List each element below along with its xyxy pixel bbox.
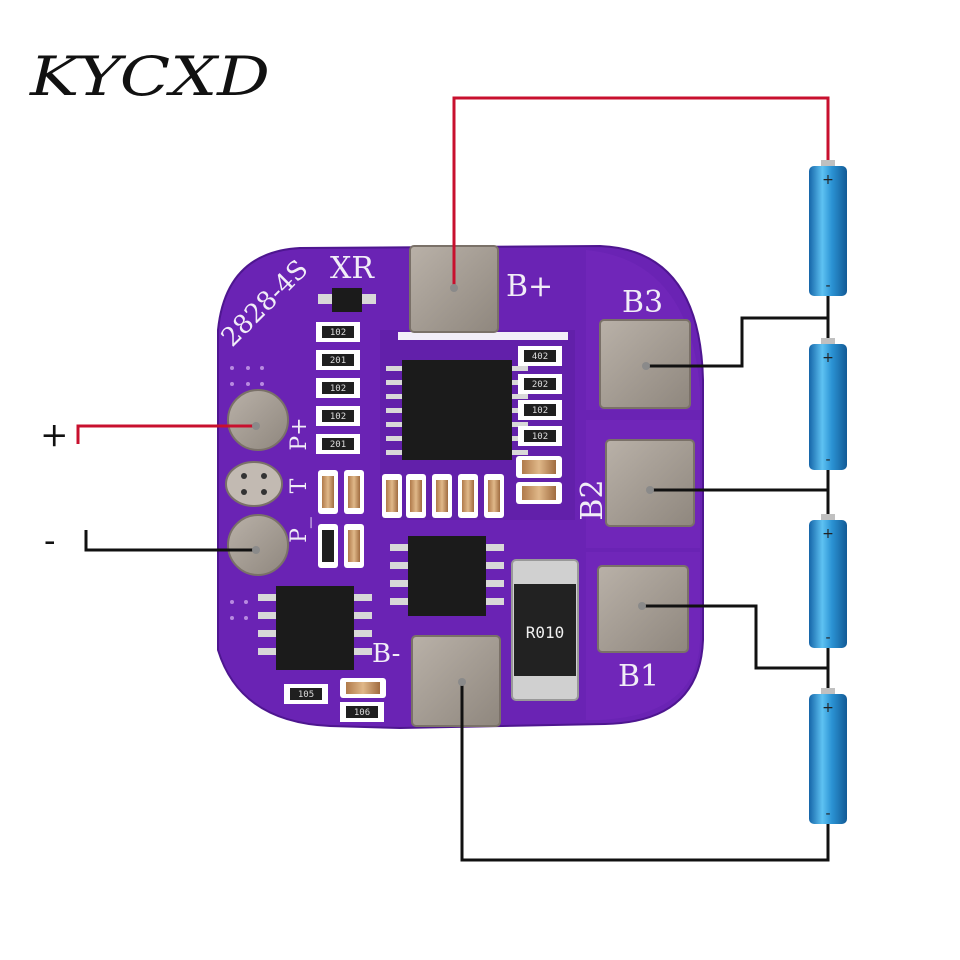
label-b-plus: B+ [506, 269, 553, 304]
resistor-mark: 102 [330, 412, 346, 422]
capacitor [318, 456, 562, 698]
output-minus-label: - [44, 521, 56, 561]
cell-plus-mark: + [822, 700, 834, 716]
pad-t [225, 461, 283, 507]
resistor-mark: 202 [532, 380, 548, 390]
cell-minus-mark: - [825, 630, 830, 646]
resistor-mark: 102 [532, 406, 548, 416]
battery-cell [809, 338, 847, 470]
brand-logo: KYCXD [29, 45, 270, 108]
component-mark: 105 [298, 690, 314, 700]
resistor-mark: 102 [532, 432, 548, 442]
resistor-mark: 402 [532, 352, 548, 362]
resistor [518, 346, 562, 446]
wire-b3 [646, 316, 828, 368]
component-mark: 106 [354, 708, 370, 718]
main-ic [386, 360, 528, 460]
board-maker-label: XR [330, 251, 375, 286]
resistor [316, 322, 360, 454]
wire-output-negative [84, 530, 256, 552]
resistor-mark: 102 [330, 328, 346, 338]
cell-minus-mark: - [825, 278, 830, 294]
battery-cell [809, 160, 847, 296]
cell-plus-mark: + [822, 526, 834, 542]
label-b-minus: B- [372, 639, 400, 669]
wire-b-minus [460, 682, 830, 862]
label-b3: B3 [622, 285, 663, 320]
output-plus-label: + [40, 415, 69, 455]
wire-output-positive [76, 424, 256, 444]
wire-dots [252, 284, 654, 686]
resistor-mark: 102 [330, 384, 346, 394]
shunt-marking: R010 [526, 623, 565, 642]
battery-cell [809, 688, 847, 824]
cell-plus-mark: + [822, 172, 834, 188]
battery-cell [809, 514, 847, 648]
mosfet-right [390, 536, 504, 616]
pad-b2 [605, 439, 695, 527]
label-b2: B2 [575, 479, 610, 520]
cell-minus-mark: - [825, 452, 830, 468]
small-transistor [318, 288, 376, 312]
resistor-mark: 201 [330, 356, 346, 366]
pad-b-minus [411, 635, 501, 727]
pad-p-plus [227, 389, 289, 451]
cell-minus-mark: - [825, 806, 830, 822]
shunt-resistor [511, 559, 579, 701]
pad-p-minus [227, 514, 289, 576]
label-p-minus: P_ [287, 517, 312, 543]
mosfet-left [258, 586, 372, 670]
wire-b1 [642, 604, 828, 670]
resistor-mark: 201 [330, 440, 346, 450]
label-p-plus: P+ [287, 417, 312, 450]
small-component [284, 684, 384, 722]
cell-plus-mark: + [822, 350, 834, 366]
wiring [76, 96, 830, 862]
wire-positive-b-plus [452, 96, 830, 288]
label-b1: B1 [618, 659, 659, 694]
via-holes [230, 366, 264, 620]
label-t: T [287, 478, 312, 493]
